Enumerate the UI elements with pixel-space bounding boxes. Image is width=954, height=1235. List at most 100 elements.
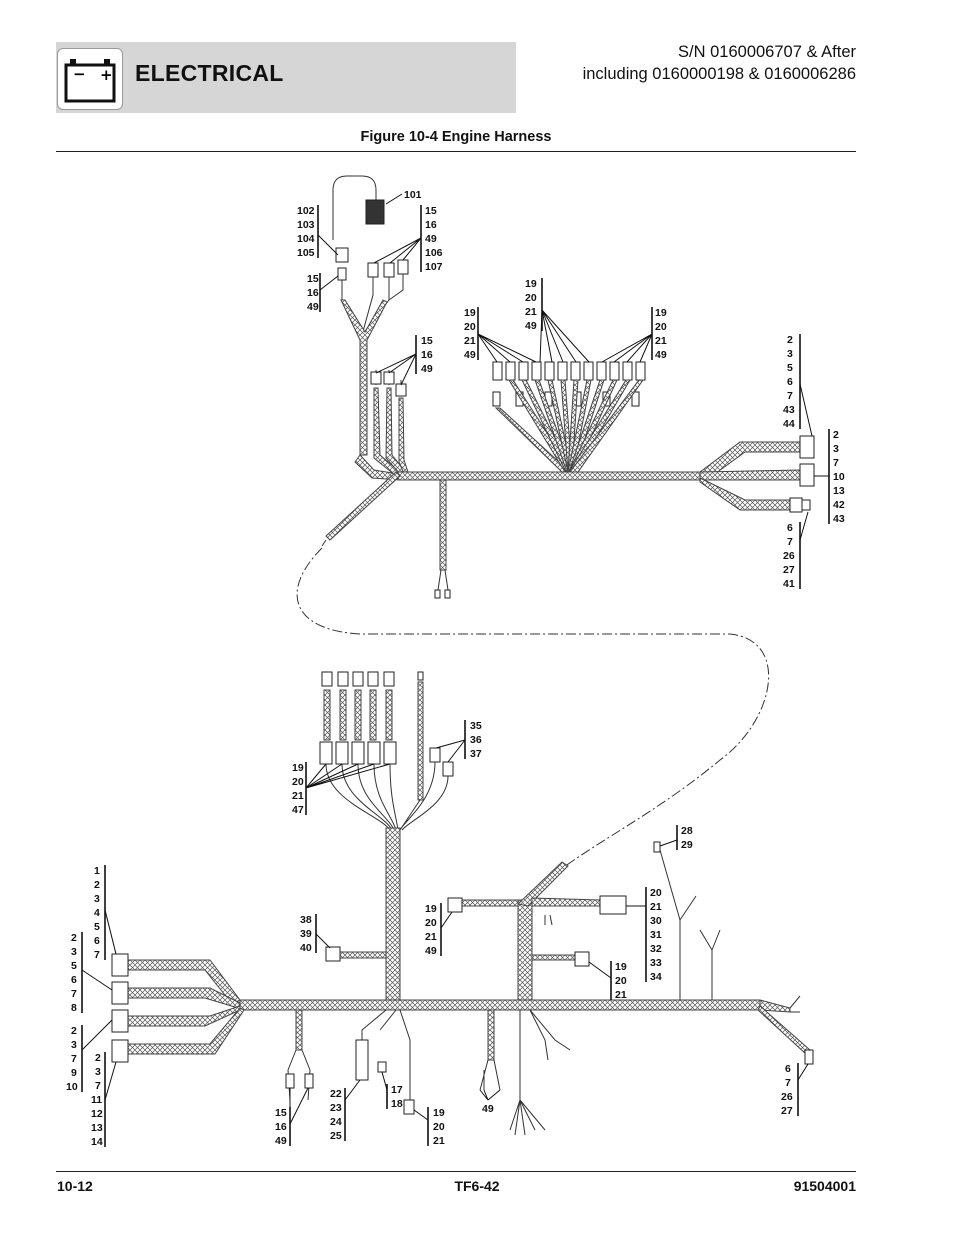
svg-text:12: 12 xyxy=(91,1108,103,1120)
svg-text:21: 21 xyxy=(650,901,662,913)
svg-text:3: 3 xyxy=(833,443,839,455)
callout-28: 28 29 xyxy=(659,825,693,851)
svg-text:7: 7 xyxy=(787,390,793,402)
part-number: 91504001 xyxy=(793,1178,856,1194)
svg-text:2: 2 xyxy=(94,879,100,891)
svg-text:23: 23 xyxy=(330,1102,342,1114)
svg-text:34: 34 xyxy=(650,971,662,983)
upper-connector-fan xyxy=(492,361,646,473)
svg-text:19: 19 xyxy=(433,1107,445,1119)
svg-text:13: 13 xyxy=(91,1122,103,1134)
svg-text:16: 16 xyxy=(275,1121,287,1133)
svg-text:5: 5 xyxy=(71,960,77,972)
section-title: ELECTRICAL xyxy=(135,60,284,86)
svg-text:20: 20 xyxy=(425,917,437,929)
svg-text:15: 15 xyxy=(425,205,437,217)
model-number: TF6-42 xyxy=(454,1178,500,1194)
svg-text:10: 10 xyxy=(833,471,845,483)
callouts: 101 102 103 104 105 15 16 49 106 10 7 15 … xyxy=(66,189,845,1148)
callout-right-3: 6 7 26 27 41 xyxy=(783,511,809,590)
svg-text:49: 49 xyxy=(482,1103,494,1115)
page-number: 10-12 xyxy=(57,1178,93,1194)
svg-text:106: 106 xyxy=(425,247,443,259)
callout-6-bottom-right: 6 7 26 27 xyxy=(781,1063,809,1117)
callout-22: 22 23 24 25 xyxy=(330,1079,361,1142)
svg-text:21: 21 xyxy=(433,1135,445,1147)
serial-number-block: S/N 0160006707 & After including 0160000… xyxy=(583,41,856,85)
callout-15-c: 15 16 49 xyxy=(375,335,433,386)
callout-49: 49 xyxy=(479,1089,501,1115)
svg-text:11: 11 xyxy=(91,1094,102,1106)
svg-text:24: 24 xyxy=(330,1116,342,1128)
svg-text:20: 20 xyxy=(655,321,667,333)
svg-text:49: 49 xyxy=(421,363,433,375)
battery-symbol: − + xyxy=(64,59,116,103)
svg-text:103: 103 xyxy=(297,219,315,231)
svg-text:6: 6 xyxy=(94,935,100,947)
svg-text:49: 49 xyxy=(425,233,437,245)
svg-text:16: 16 xyxy=(421,349,433,361)
svg-text:7: 7 xyxy=(95,1080,101,1092)
callout-102: 102 103 104 105 xyxy=(297,205,339,259)
svg-text:49: 49 xyxy=(307,301,319,313)
svg-text:21: 21 xyxy=(292,790,304,802)
svg-text:2: 2 xyxy=(71,932,77,944)
svg-text:6: 6 xyxy=(71,974,77,986)
callout-19-top: 19 20 21 49 xyxy=(525,278,590,363)
figure-title: Figure 10-4 Engine Harness xyxy=(360,129,552,145)
connector-30 xyxy=(599,895,627,915)
header-band xyxy=(56,42,516,113)
connector-sensor-top xyxy=(335,247,349,263)
svg-text:20: 20 xyxy=(433,1121,445,1133)
svg-text:7: 7 xyxy=(787,536,793,548)
svg-text:3: 3 xyxy=(94,893,100,905)
lower-top-connectors xyxy=(319,671,454,831)
svg-text:20: 20 xyxy=(615,975,627,987)
harness-art xyxy=(111,175,815,1136)
svg-text:26: 26 xyxy=(783,550,795,562)
svg-text:2: 2 xyxy=(95,1052,101,1064)
svg-text:7: 7 xyxy=(94,949,100,961)
svg-text:2: 2 xyxy=(71,1025,77,1037)
svg-text:17: 17 xyxy=(391,1084,403,1096)
svg-text:39: 39 xyxy=(300,928,312,940)
svg-text:9: 9 xyxy=(71,1067,77,1079)
svg-text:20: 20 xyxy=(464,321,476,333)
svg-text:3: 3 xyxy=(71,946,77,958)
svg-text:36: 36 xyxy=(470,734,482,746)
svg-text:21: 21 xyxy=(615,989,627,1001)
callout-19-c: 19 20 21 xyxy=(588,961,627,1001)
svg-text:19: 19 xyxy=(425,903,437,915)
svg-text:7: 7 xyxy=(71,988,77,1000)
svg-text:26: 26 xyxy=(781,1091,793,1103)
callout-left-1: 1 2 3 4 5 6 7 xyxy=(94,865,117,961)
callout-35: 35 36 37 xyxy=(435,720,482,763)
svg-text:20: 20 xyxy=(650,887,662,899)
svg-text:27: 27 xyxy=(781,1105,793,1117)
svg-text:15: 15 xyxy=(275,1107,287,1119)
svg-text:13: 13 xyxy=(833,485,845,497)
svg-text:30: 30 xyxy=(650,915,662,927)
connector-right-1 xyxy=(799,435,815,459)
svg-text:49: 49 xyxy=(525,320,537,332)
svg-text:7: 7 xyxy=(833,457,839,469)
svg-text:20: 20 xyxy=(525,292,537,304)
connector-left-4 xyxy=(111,1039,129,1063)
svg-text:14: 14 xyxy=(91,1136,103,1148)
callout-101: 101 xyxy=(385,189,422,205)
callout-right-1: 2 3 5 6 7 43 44 xyxy=(783,334,813,437)
serial-line-2: including 0160000198 & 0160006286 xyxy=(582,65,856,83)
svg-text:49: 49 xyxy=(464,349,476,361)
svg-text:37: 37 xyxy=(470,748,482,760)
svg-text:43: 43 xyxy=(833,513,845,525)
svg-text:7: 7 xyxy=(71,1053,77,1065)
connector-left-3 xyxy=(111,1009,129,1033)
callout-left-3: 2 3 7 9 10 xyxy=(66,1019,113,1093)
connector-right-3 xyxy=(789,497,803,513)
svg-text:19: 19 xyxy=(615,961,627,973)
svg-text:19: 19 xyxy=(655,307,667,319)
svg-text:15: 15 xyxy=(421,335,433,347)
callout-left-2: 2 3 5 6 7 8 xyxy=(71,932,113,1014)
svg-text:18: 18 xyxy=(391,1098,403,1110)
